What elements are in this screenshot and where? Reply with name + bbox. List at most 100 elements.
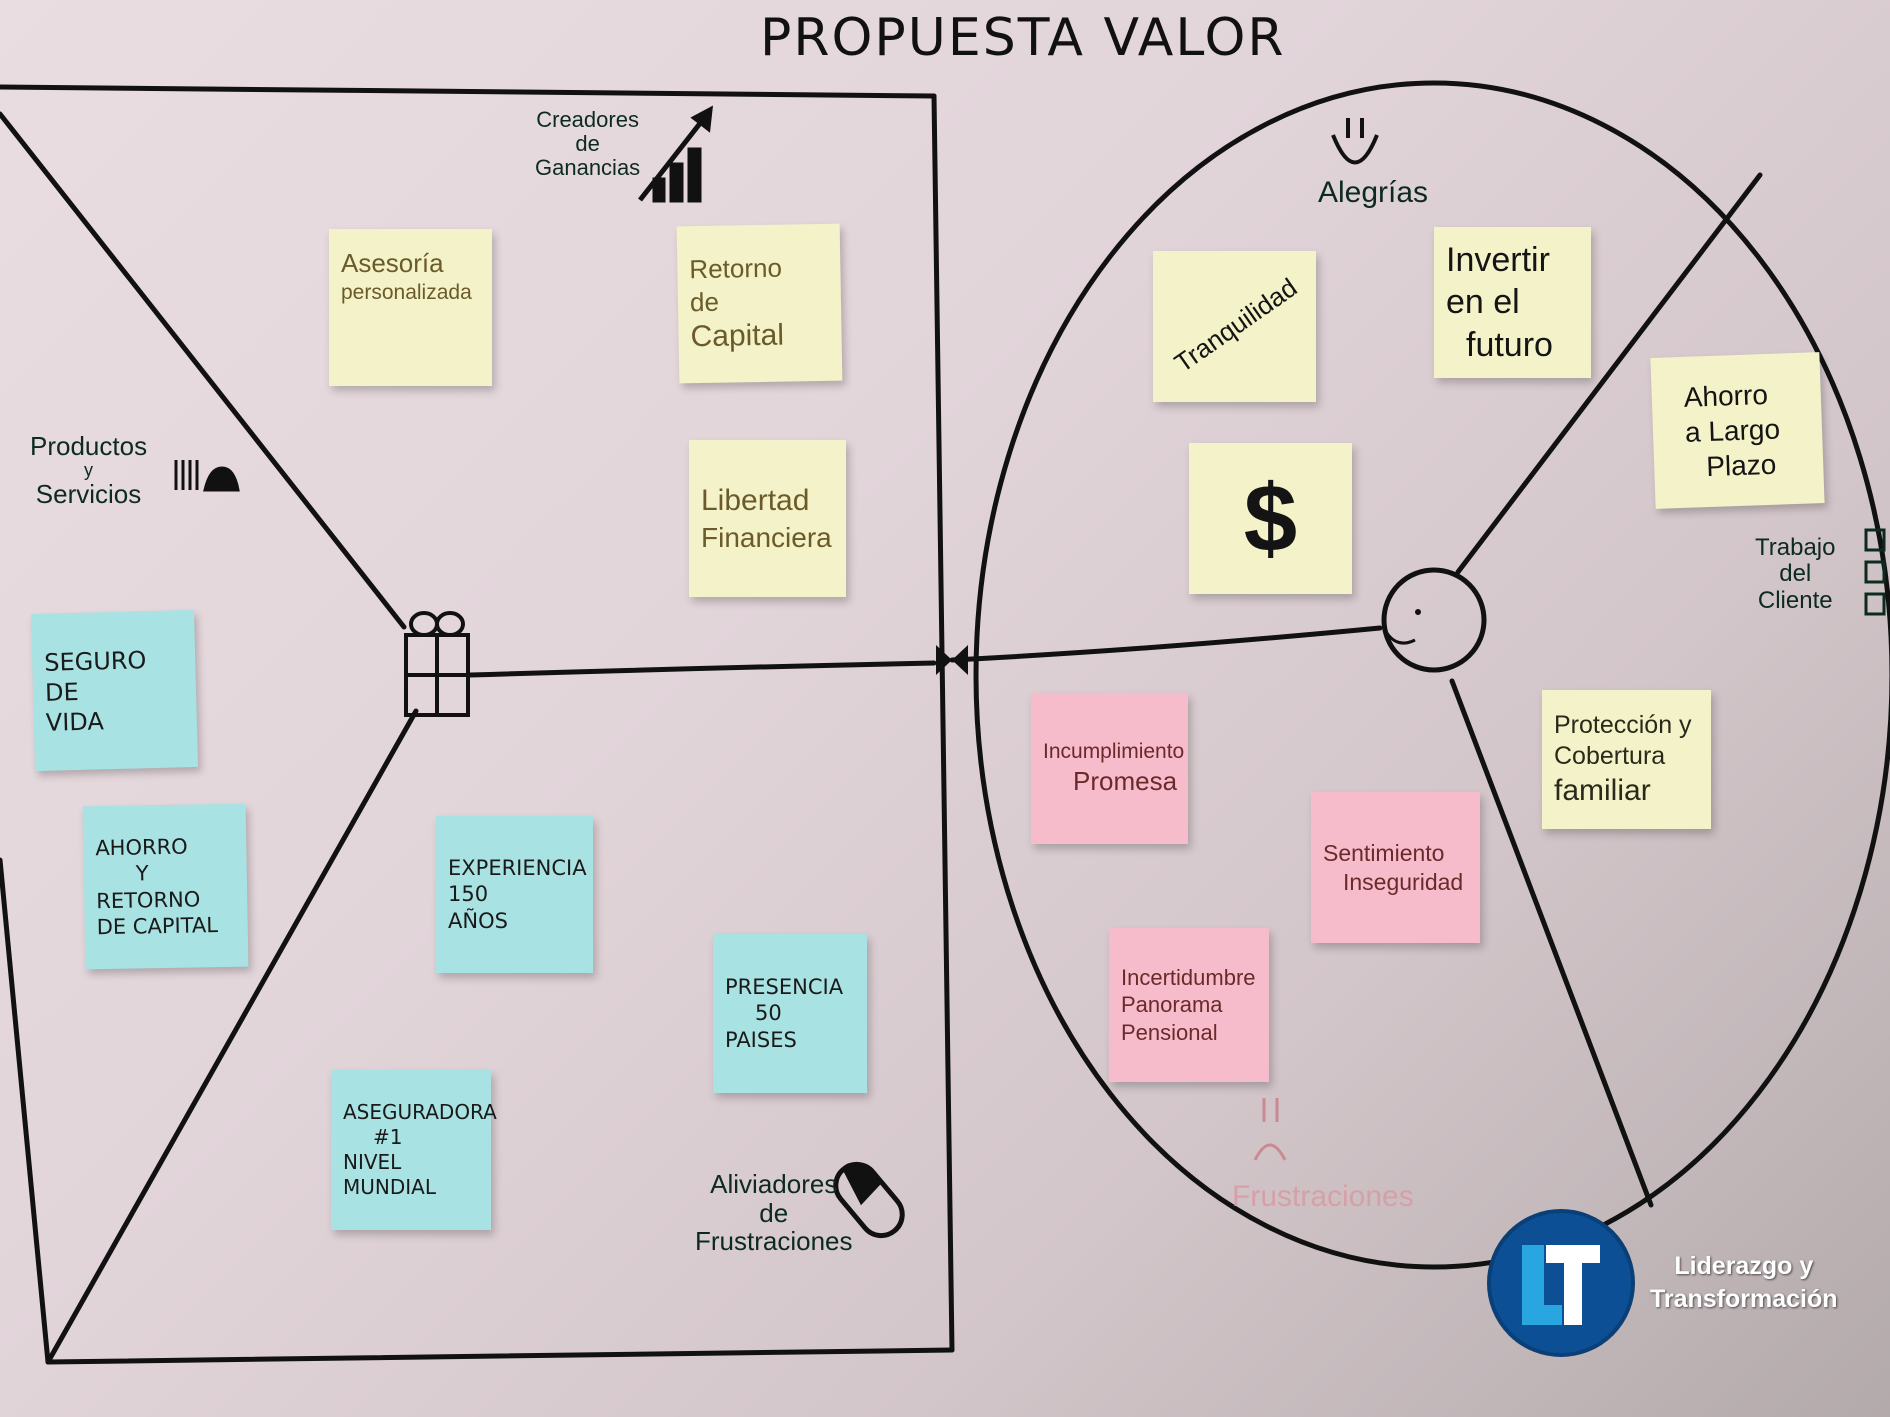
logo-line: Liderazgo y xyxy=(1674,1252,1814,1280)
note-line: Incumplimiento xyxy=(1043,740,1185,764)
note-line: Inseguridad xyxy=(1343,868,1464,895)
note-line: Aseguradora xyxy=(343,1100,497,1124)
sticky-note-gain[interactable]: Tranquilidad xyxy=(1153,251,1316,402)
note-line: Retorno xyxy=(96,886,201,913)
note-line: Plazo xyxy=(1705,448,1777,483)
note-line: de xyxy=(44,677,80,707)
note-line: Experiencia xyxy=(448,856,587,881)
label-line: Servicios xyxy=(35,479,142,510)
sticky-note-pain-reliever[interactable]: Presencia 50 Paises xyxy=(713,934,867,1093)
sad-face-icon xyxy=(1253,1098,1287,1161)
sticky-note-gain-creator[interactable]: Retorno de Capital xyxy=(676,223,843,384)
note-line: Ahorro xyxy=(95,834,188,861)
square-right xyxy=(931,93,955,1353)
connector-line xyxy=(949,625,1383,663)
segment-line-bottom xyxy=(1449,678,1654,1208)
sticky-note-job[interactable]: Protección y Cobertura familiar xyxy=(1542,690,1711,829)
label-line: Trabajo xyxy=(1755,534,1836,561)
label-line: Productos xyxy=(30,431,148,461)
sticky-note-gain-creator[interactable]: Libertad Financiera xyxy=(689,440,846,597)
note-line: Años xyxy=(448,908,508,933)
note-line: Presencia xyxy=(725,975,844,1000)
pain-relievers-label: Aliviadores de Frustraciones xyxy=(695,1170,853,1256)
bars-hat-icon xyxy=(174,460,240,492)
note-line: Cobertura xyxy=(1554,741,1666,770)
sticky-note-gain[interactable]: $ xyxy=(1189,443,1352,594)
bow-tie-icon xyxy=(936,645,968,675)
note-line: Invertir xyxy=(1446,240,1550,279)
label-line: de xyxy=(759,1197,789,1228)
note-line: Mundial xyxy=(343,1175,436,1199)
sticky-note-pain-reliever[interactable]: Aseguradora #1 Nivel Mundial xyxy=(331,1070,497,1230)
square-bottom xyxy=(45,1347,955,1365)
note-line: Tranquilidad xyxy=(1168,272,1303,379)
dollar-sign: $ xyxy=(1243,464,1298,572)
sticky-note-job[interactable]: Ahorro a Largo Plazo xyxy=(1650,352,1825,509)
page-title: PROPUESTA VALOR xyxy=(760,8,1286,68)
label-line: y xyxy=(84,459,94,480)
label-line: Frustraciones xyxy=(695,1226,853,1257)
growth-chart-icon xyxy=(638,105,714,203)
note-line: Capital xyxy=(690,318,785,354)
segment-line-top xyxy=(1455,172,1763,575)
note-line: de Capital xyxy=(96,912,219,939)
pains-label: Frustraciones xyxy=(1232,1180,1414,1213)
sticky-note-gain-creator[interactable]: Asesoría personalizada xyxy=(329,229,492,386)
label-line: Cliente xyxy=(1757,586,1833,614)
sticky-note-gain[interactable]: Invertir en el futuro xyxy=(1434,227,1591,378)
sticky-note-pain-reliever[interactable]: Experiencia 150 Años xyxy=(436,816,593,973)
label-line: Aliviadores xyxy=(710,1169,838,1199)
sticky-note-pain[interactable]: Incumplimiento Promesa xyxy=(1031,693,1188,844)
note-line: Sentimiento xyxy=(1323,839,1445,866)
customer-jobs-label: Trabajo del Cliente xyxy=(1755,534,1836,614)
sticky-note-pain[interactable]: Sentimiento Inseguridad xyxy=(1311,792,1480,943)
sticky-note-pain[interactable]: Incertidumbre Panorama Pensional xyxy=(1109,928,1269,1082)
note-line: de xyxy=(689,286,720,317)
label-line: del xyxy=(1779,560,1812,588)
diagonal-top xyxy=(0,111,407,630)
note-line: 150 xyxy=(448,882,489,907)
square-top xyxy=(0,84,937,99)
products-label: Productos y Servicios xyxy=(30,432,147,509)
note-line: futuro xyxy=(1466,325,1553,364)
center-line xyxy=(467,660,937,678)
gain-creators-label: Creadores de Ganancias xyxy=(535,107,641,181)
note-line: 50 xyxy=(755,1001,782,1026)
checkbox-icons xyxy=(1864,528,1886,616)
note-line: Pensional xyxy=(1121,1019,1218,1045)
note-line: Protección y xyxy=(1554,710,1692,739)
label-line: de xyxy=(575,131,600,157)
note-line: Nivel xyxy=(343,1150,402,1174)
logo-line: Transformación xyxy=(1650,1284,1838,1313)
note-line: Panorama xyxy=(1121,992,1223,1018)
note-line: Asesoría xyxy=(341,248,444,278)
note-line: familiar xyxy=(1554,774,1651,807)
customer-circle xyxy=(973,80,1890,1270)
logo-mark xyxy=(1487,1209,1635,1357)
note-line: Ahorro xyxy=(1683,378,1769,413)
note-line: Seguro xyxy=(43,645,147,677)
note-line: Vida xyxy=(45,706,105,737)
sticky-note-product[interactable]: Seguro de Vida xyxy=(30,609,199,772)
gains-label: Alegrías xyxy=(1318,176,1429,209)
note-line: Promesa xyxy=(1073,766,1178,797)
customer-face xyxy=(1381,567,1487,673)
note-line: Libertad xyxy=(701,484,810,518)
note-line: en el xyxy=(1446,283,1520,322)
note-line: a Largo xyxy=(1684,413,1781,448)
logo-text: Liderazgo y Transformación xyxy=(1650,1250,1838,1315)
face-features xyxy=(1382,609,1421,645)
note-line: personalizada xyxy=(341,280,472,304)
sticky-note-product[interactable]: Ahorro y Retorno de Capital xyxy=(82,803,249,970)
note-line: Retorno xyxy=(689,252,783,285)
label-line: Creadores xyxy=(536,107,639,132)
diagonal-bottom xyxy=(45,708,419,1365)
smile-icon xyxy=(1331,118,1379,165)
note-line: Financiera xyxy=(701,521,832,553)
square-left xyxy=(0,857,51,1365)
note-line: Paises xyxy=(725,1027,797,1052)
pill-icon xyxy=(833,1161,905,1239)
label-line: Ganancias xyxy=(535,155,641,181)
note-line: y xyxy=(135,861,149,886)
